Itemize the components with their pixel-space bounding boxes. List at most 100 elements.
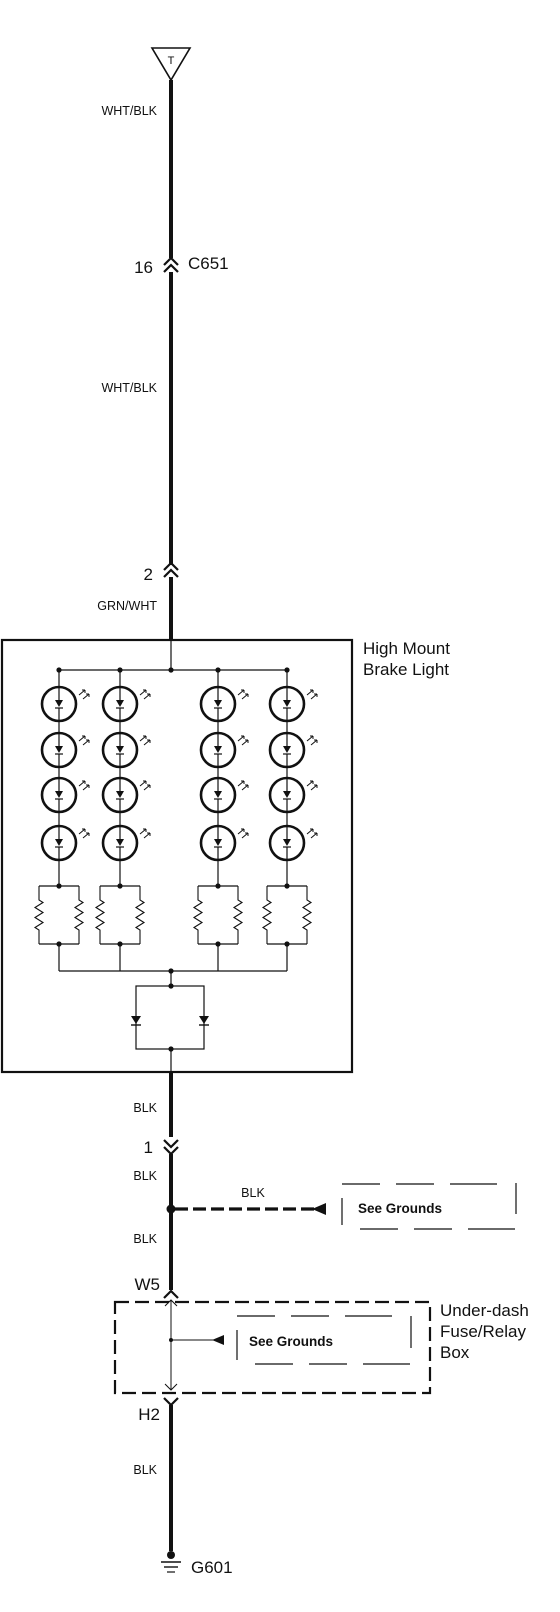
led-4-2-light-icon-2 — [310, 739, 318, 746]
wire-color-label-5: BLK — [133, 1169, 157, 1183]
grounds-reference-2-frame — [236, 1315, 412, 1365]
wire-color-label-1: WHT/BLK — [101, 104, 157, 118]
diode-pair-frame — [135, 985, 205, 1050]
led-3-2-diode — [214, 746, 222, 753]
connector-light-output — [163, 1139, 179, 1156]
led-4-2-diode — [283, 746, 291, 753]
led-3-3-light-icon — [237, 780, 245, 787]
grounds-reference-1[interactable]: See Grounds — [358, 1201, 442, 1216]
protection-diode-2 — [199, 1016, 209, 1024]
led-2-3-light-icon — [139, 780, 147, 787]
led-3-4-light-icon — [237, 828, 245, 835]
connector-light-input — [163, 561, 179, 578]
led-1-2-light-icon-2 — [82, 739, 90, 746]
ground-label: G601 — [191, 1558, 233, 1577]
grounds-reference-2[interactable]: See Grounds — [249, 1334, 333, 1349]
led-2-2-light-icon — [139, 735, 147, 742]
led-1-4-diode — [55, 839, 63, 846]
connector-w5-label: W5 — [135, 1275, 161, 1294]
resistor-3-2 — [232, 886, 244, 944]
led-2-3-diode — [116, 791, 124, 798]
led-1-4-light-icon-2 — [82, 832, 90, 839]
brake-light-label-line2: Brake Light — [363, 660, 449, 679]
protection-diode-1 — [131, 1016, 141, 1024]
led-4-1-light-icon — [306, 689, 314, 696]
led-1-1-light-icon-2 — [82, 693, 90, 700]
led-4-1-diode — [283, 700, 291, 707]
branch-arrow-icon — [312, 1203, 326, 1215]
led-3-1-diode — [214, 700, 222, 707]
source-terminal-label: T — [168, 55, 175, 67]
led-3-4-diode — [214, 839, 222, 846]
led-4-3-light-icon — [306, 780, 314, 787]
wire-color-label-6: BLK — [133, 1232, 157, 1246]
fuse-box-arrow-icon — [212, 1335, 224, 1345]
brake-light-box — [0, 638, 354, 1074]
splice-point — [166, 1204, 176, 1214]
fuse-box-label-line3: Box — [440, 1343, 470, 1362]
led-2-2-diode — [116, 746, 124, 753]
resistor-2-1 — [94, 886, 106, 944]
connector-c651-name: C651 — [188, 254, 229, 273]
led-4-4-light-icon — [306, 828, 314, 835]
connector-h2-label: H2 — [138, 1405, 160, 1424]
top-bus-splice — [168, 667, 174, 673]
led-1-1-light-icon — [78, 689, 86, 696]
led-1-2-diode — [55, 746, 63, 753]
led-3-2-light-icon-2 — [241, 739, 249, 746]
led-3-4-light-icon-2 — [241, 832, 249, 839]
led-4-4-diode — [283, 839, 291, 846]
led-2-4-light-icon-2 — [143, 832, 151, 839]
resistor-4-2 — [301, 886, 313, 944]
resistor-3-1 — [192, 886, 204, 944]
fuse-box-label-line2: Fuse/Relay — [440, 1322, 526, 1341]
led-2-4-light-icon — [139, 828, 147, 835]
led-4-1-light-icon-2 — [310, 693, 318, 700]
led-3-3-light-icon-2 — [241, 784, 249, 791]
connector-w5 — [163, 1289, 179, 1299]
led-4-3-light-icon-2 — [310, 784, 318, 791]
wire-color-label-2: WHT/BLK — [101, 381, 157, 395]
led-3-2-light-icon — [237, 735, 245, 742]
wire-color-label-3: GRN/WHT — [97, 599, 157, 613]
led-2-3-light-icon-2 — [143, 784, 151, 791]
branch-wire-color-label: BLK — [241, 1186, 265, 1200]
led-3-1-light-icon-2 — [241, 693, 249, 700]
connector-c651 — [163, 256, 179, 273]
resistor-1-2 — [73, 886, 85, 944]
connector-c651-pin: 16 — [134, 258, 153, 277]
led-2-2-light-icon-2 — [143, 739, 151, 746]
fuse-box-splice — [169, 1338, 173, 1342]
led-1-4-light-icon — [78, 828, 86, 835]
led-4-2-light-icon — [306, 735, 314, 742]
grounds-reference-1-frame — [341, 1183, 517, 1230]
connector-light-output-pin: 1 — [144, 1138, 153, 1157]
resistor-1-1 — [33, 886, 45, 944]
brake-light-label-line1: High Mount — [363, 639, 450, 658]
led-1-3-light-icon-2 — [82, 784, 90, 791]
led-1-3-diode — [55, 791, 63, 798]
fuse-box-label-line1: Under-dash — [440, 1301, 529, 1320]
connector-light-input-pin: 2 — [144, 565, 153, 584]
resistor-2-2 — [134, 886, 146, 944]
wire-color-label-7: BLK — [133, 1463, 157, 1477]
led-2-1-light-icon-2 — [143, 693, 151, 700]
led-1-3-light-icon — [78, 780, 86, 787]
led-2-1-light-icon — [139, 689, 147, 696]
led-4-3-diode — [283, 791, 291, 798]
connector-h2 — [163, 1397, 179, 1407]
fuse-box — [113, 1300, 432, 1395]
source-terminal: T — [150, 47, 192, 82]
led-4-4-light-icon-2 — [310, 832, 318, 839]
led-3-1-light-icon — [237, 689, 245, 696]
led-2-1-diode — [116, 700, 124, 707]
led-3-3-diode — [214, 791, 222, 798]
wire-color-label-4: BLK — [133, 1101, 157, 1115]
led-1-2-light-icon — [78, 735, 86, 742]
resistor-4-1 — [261, 886, 273, 944]
led-1-1-diode — [55, 700, 63, 707]
led-2-4-diode — [116, 839, 124, 846]
ground-icon — [161, 1551, 181, 1573]
fuse-box-internal-wire — [164, 1299, 216, 1391]
